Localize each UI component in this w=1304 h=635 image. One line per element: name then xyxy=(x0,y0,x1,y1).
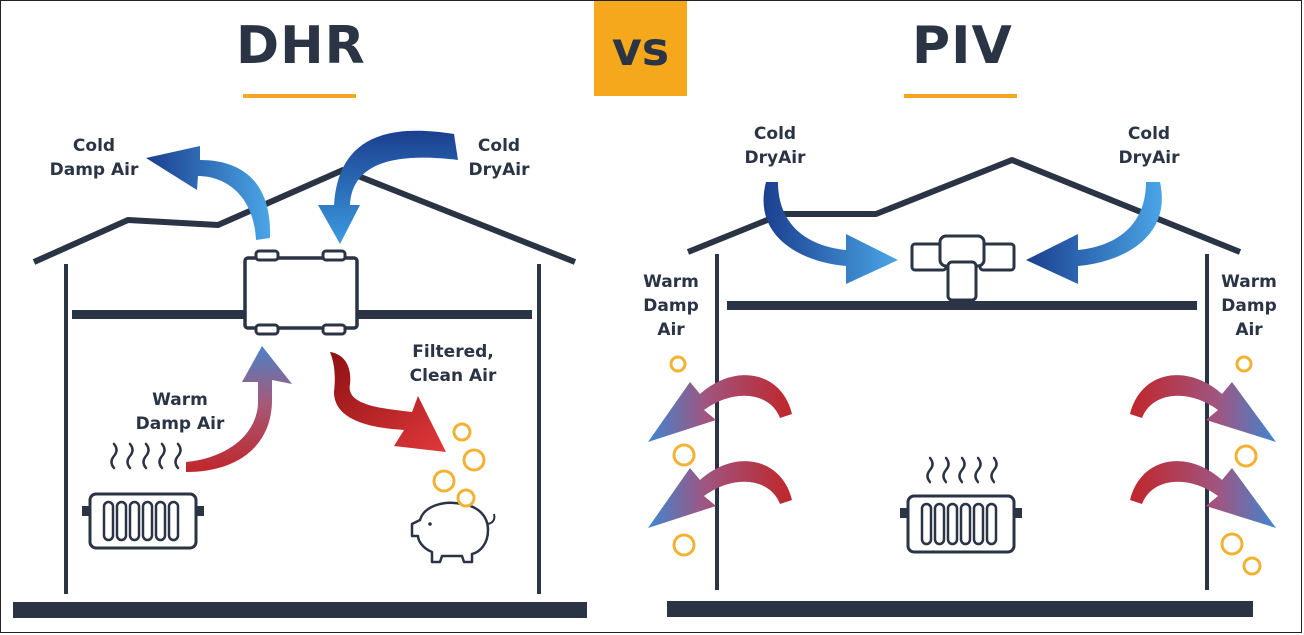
dhr-filtered-label-line2: Clean Air xyxy=(409,366,497,386)
dhr-intake-arrow xyxy=(318,130,458,244)
dhr-warm-label: Warm Damp Air xyxy=(128,388,232,436)
dhr-roof xyxy=(32,167,577,265)
dhr-house xyxy=(13,167,587,618)
dhr-exhaust-arrow xyxy=(146,146,271,240)
dhr-exhaust-label: Cold Damp Air xyxy=(42,134,146,182)
piv-left-warm-label-line1: Warm xyxy=(643,272,699,292)
piv-roof xyxy=(686,157,1242,255)
piv-left-upper-warm-arrow xyxy=(648,375,792,442)
radiator-icon xyxy=(82,442,204,550)
piv-title: PIV xyxy=(912,16,1013,76)
piv-right-upper-warm-arrow xyxy=(1130,375,1276,442)
vs-badge: vs xyxy=(594,1,687,96)
piv-title-underline xyxy=(904,94,1017,98)
piv-right-intake-arrow xyxy=(1026,182,1162,284)
piv-left-intake-label: Cold DryAir xyxy=(736,122,814,170)
dhr-title: DHR xyxy=(236,16,366,76)
heat-recovery-unit-icon xyxy=(243,249,359,336)
piv-right-warm-label-line2: Damp xyxy=(1221,296,1277,316)
dhr-filtered-label-line1: Filtered, xyxy=(412,342,494,362)
dhr-intake-label: Cold DryAir xyxy=(460,134,538,182)
dhr-filtered-label: Filtered, Clean Air xyxy=(398,340,508,388)
dhr-exhaust-label-line1: Cold xyxy=(72,136,116,156)
piv-left-lower-warm-arrow xyxy=(648,461,792,528)
dhr-exhaust-label-line2: Damp Air xyxy=(49,160,139,180)
piv-right-intake-label-line1: Cold xyxy=(1127,124,1171,144)
piv-left-warm-label-line2: Damp xyxy=(643,296,699,316)
piv-right-lower-warm-arrow xyxy=(1130,461,1276,528)
piv-right-intake-label-line2: DryAir xyxy=(1118,148,1180,168)
dhr-intake-label-line2: DryAir xyxy=(468,160,530,180)
vs-label: vs xyxy=(611,21,670,76)
dhr-filtered-air-arrow xyxy=(330,352,446,452)
piv-right-warm-label-line3: Air xyxy=(1235,320,1263,340)
piv-floor xyxy=(667,601,1253,617)
piv-left-intake-arrow xyxy=(763,182,898,284)
piv-right-warm-label-line1: Warm xyxy=(1221,272,1277,292)
dhr-intake-label-line1: Cold xyxy=(477,136,521,156)
dhr-warm-label-line2: Damp Air xyxy=(135,414,225,434)
piv-left-warm-label: Warm Damp Air xyxy=(636,270,706,342)
piv-house xyxy=(667,157,1253,617)
piv-unit-icon xyxy=(910,234,1016,302)
piv-left-intake-label-line2: DryAir xyxy=(744,148,806,168)
euro-coin-icon xyxy=(432,422,486,508)
piv-right-warm-label: Warm Damp Air xyxy=(1214,270,1284,342)
piggy-bank-icon xyxy=(410,501,496,564)
dhr-warm-label-line1: Warm xyxy=(152,390,208,410)
piv-left-warm-label-line3: Air xyxy=(657,320,685,340)
dhr-floor xyxy=(13,602,587,618)
piv-right-intake-label: Cold DryAir xyxy=(1110,122,1188,170)
piv-radiator-icon xyxy=(900,456,1022,554)
piv-left-intake-label-line1: Cold xyxy=(753,124,797,144)
piv-ceiling xyxy=(727,301,1197,310)
dhr-warm-air-arrow xyxy=(186,346,292,472)
dhr-title-underline xyxy=(243,94,356,98)
piv-euro-coins xyxy=(669,355,1262,576)
